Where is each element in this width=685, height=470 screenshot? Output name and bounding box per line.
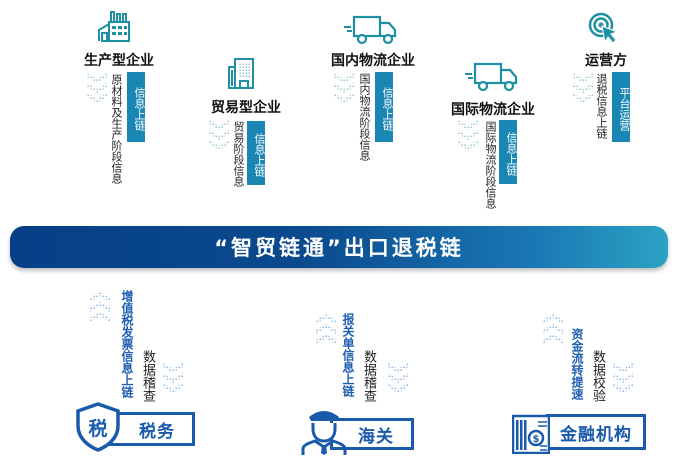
authority-label-box: 金融机构 — [546, 414, 646, 450]
truck-icon — [344, 15, 397, 45]
chevron-down-icon — [388, 363, 408, 393]
chevron-down-icon — [613, 363, 633, 393]
chevron-down-icon — [458, 120, 478, 150]
chevron-up-icon — [543, 314, 563, 344]
enterprise-description: 国内物流阶段信息 — [358, 73, 371, 161]
authority-label-box: 税务 — [105, 412, 195, 446]
target-cursor-icon — [588, 12, 619, 44]
bank-building-icon: $ — [512, 414, 550, 454]
authority-check-label: 数据稽查 — [361, 350, 376, 402]
enterprise-description: 贸易阶段信息 — [232, 121, 245, 187]
chevron-up-icon — [316, 314, 336, 344]
svg-text:$: $ — [533, 434, 540, 445]
svg-text:税: 税 — [88, 417, 107, 440]
enterprise-description: 原材料及生产阶段信息 — [110, 74, 123, 184]
authority-name: 金融机构 — [560, 424, 632, 445]
enterprise-title: 国内物流企业 — [331, 53, 415, 69]
authority-name: 税务 — [139, 421, 175, 442]
enterprise-title: 贸易型企业 — [211, 100, 281, 116]
enterprise-tag: 平台运营 — [612, 72, 631, 142]
chevron-up-icon — [90, 292, 110, 322]
office-building-icon — [228, 58, 254, 89]
enterprise-tag: 信息上链 — [247, 121, 266, 185]
banner-title: “智贸链通”出口退税链 — [214, 236, 464, 260]
chevron-down-icon — [334, 73, 354, 103]
enterprise-description: 退税信息上链 — [595, 73, 608, 139]
enterprise-title: 运营方 — [585, 53, 627, 69]
enterprise-title: 生产型企业 — [84, 53, 154, 69]
enterprise-description: 国际物流阶段信息 — [484, 121, 497, 209]
authority-check-label: 数据校验 — [590, 350, 605, 402]
authority-name: 海关 — [358, 426, 394, 447]
authority-upload-label: 资金流转提速 — [570, 328, 584, 400]
truck-icon — [465, 62, 518, 92]
chain-title-banner: “智贸链通”出口退税链 — [10, 226, 668, 268]
chevron-down-icon — [209, 120, 229, 150]
chevron-down-icon — [87, 73, 107, 103]
authority-upload-label: 增值税发票信息上链 — [120, 290, 134, 398]
authority-check-label: 数据稽查 — [140, 350, 155, 402]
customs-officer-icon — [301, 411, 347, 455]
enterprise-tag: 信息上链 — [375, 72, 394, 142]
tax-shield-icon: 税 — [76, 402, 120, 452]
enterprise-title: 国际物流企业 — [451, 102, 535, 118]
authority-upload-label: 报关单信息上链 — [341, 313, 355, 397]
chevron-down-icon — [573, 73, 593, 103]
chevron-down-icon — [163, 363, 183, 393]
factory-icon — [98, 11, 130, 42]
enterprise-tag: 信息上链 — [127, 72, 146, 142]
enterprise-tag: 信息上链 — [499, 120, 518, 184]
